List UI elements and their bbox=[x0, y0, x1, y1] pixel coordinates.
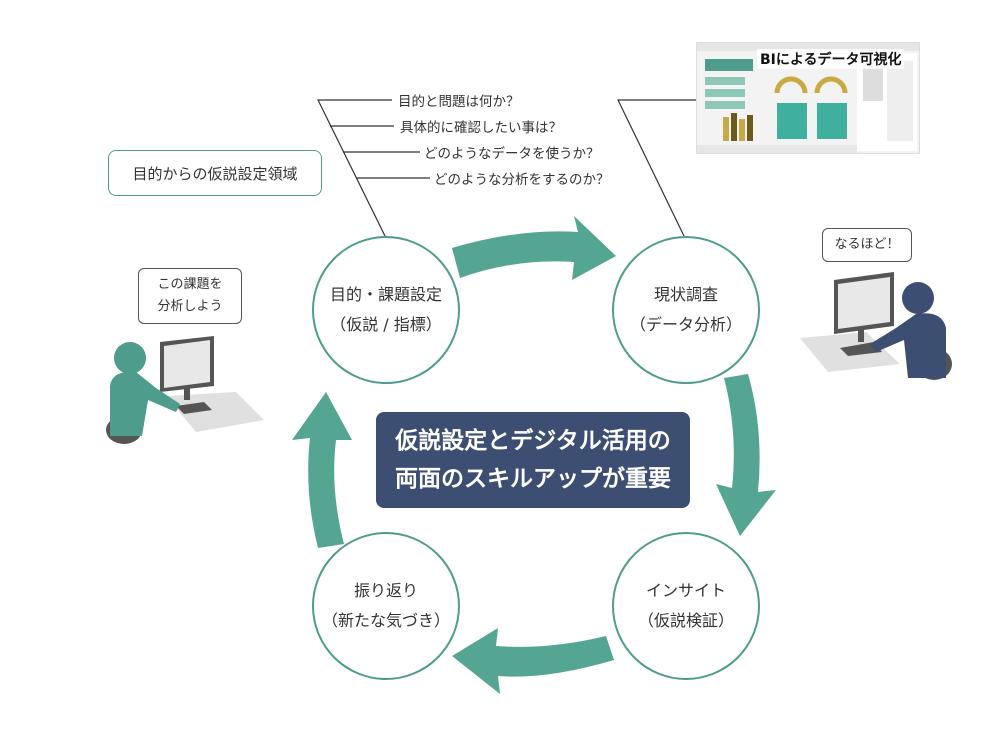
node-subtitle: （仮説検証） bbox=[637, 611, 734, 630]
right-bubble-text: なるほど！ bbox=[834, 237, 900, 252]
node-subtitle: （新たな気づき） bbox=[321, 611, 450, 630]
center-message-line1: 仮説設定とデジタル活用の bbox=[395, 428, 671, 454]
bi-connector-line bbox=[617, 99, 696, 237]
person-at-computer-icon bbox=[106, 336, 264, 444]
cycle-node-goal-setting: 目的・課題設定 （仮説 / 指標） bbox=[312, 236, 460, 384]
node-title: 目的・課題設定 bbox=[329, 285, 442, 304]
right-speech-bubble: なるほど！ bbox=[822, 228, 912, 262]
node-title: 振り返り bbox=[353, 581, 418, 600]
left-speech-bubble: この課題を 分析しよう bbox=[138, 268, 242, 324]
center-message-line2: 両面のスキルアップが重要 bbox=[395, 466, 671, 492]
node-subtitle: （仮説 / 指標） bbox=[330, 315, 442, 334]
bi-screenshot-title: BIによるデータ可視化 bbox=[757, 49, 905, 69]
left-bubble-line2: 分析しよう bbox=[157, 299, 223, 314]
node-subtitle: （データ分析） bbox=[629, 315, 742, 334]
hypothesis-region-label: 目的からの仮説設定領域 bbox=[108, 150, 322, 196]
left-bubble-line1: この課題を bbox=[157, 277, 223, 292]
person-at-computer-icon bbox=[800, 272, 952, 380]
question-item-2: 具体的に確認したい事は？ bbox=[400, 120, 562, 136]
question-connector-line bbox=[317, 99, 392, 237]
arrow-right-down bbox=[716, 374, 776, 536]
arrow-left-up bbox=[292, 392, 352, 548]
question-item-4: どのような分析をするのか？ bbox=[434, 172, 610, 188]
node-title: 現状調査 bbox=[653, 285, 718, 304]
node-title: インサイト bbox=[645, 581, 726, 600]
cycle-node-review: 振り返り （新たな気づき） bbox=[312, 532, 460, 680]
bi-dashboard-mock bbox=[697, 43, 919, 153]
question-item-3: どのようなデータを使うか？ bbox=[424, 146, 600, 162]
arrow-bottom-left bbox=[452, 628, 614, 694]
center-message: 仮説設定とデジタル活用の 両面のスキルアップが重要 bbox=[376, 412, 690, 508]
cycle-node-current-survey: 現状調査 （データ分析） bbox=[612, 236, 760, 384]
question-item-1: 目的と問題は何か？ bbox=[398, 94, 520, 110]
bi-dashboard-screenshot: BIによるデータ可視化 bbox=[696, 42, 920, 154]
arrow-top-right bbox=[452, 216, 616, 280]
cycle-node-insight: インサイト （仮説検証） bbox=[612, 532, 760, 680]
